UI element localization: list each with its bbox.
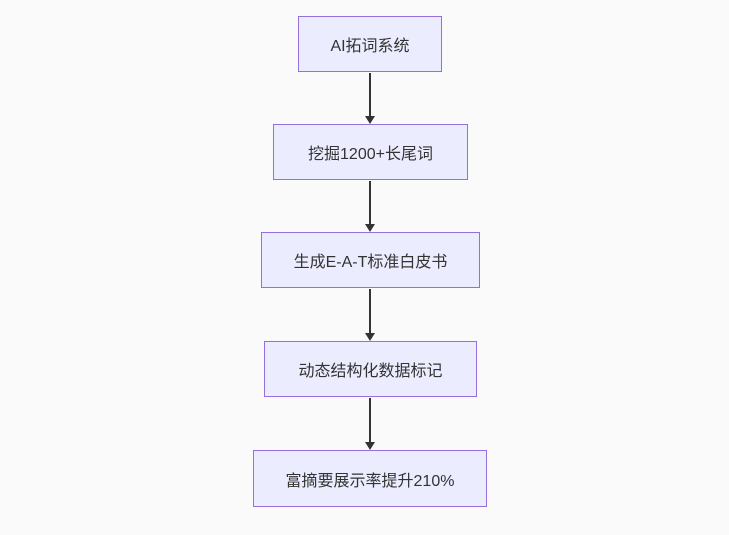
arrowhead-down-icon (365, 333, 375, 341)
edge-line-1 (369, 73, 371, 116)
node-label: 生成E-A-T标准白皮书 (293, 254, 448, 271)
node-label: AI拓词系统 (330, 38, 410, 55)
edge-line-3 (369, 289, 371, 333)
arrowhead-down-icon (365, 224, 375, 232)
flow-node-longtail-mining: 挖掘1200+长尾词 (273, 124, 468, 180)
edge-line-4 (369, 398, 371, 442)
arrowhead-down-icon (365, 442, 375, 450)
flow-node-structured-data-markup: 动态结构化数据标记 (264, 341, 477, 397)
flow-node-eat-whitepaper: 生成E-A-T标准白皮书 (261, 232, 480, 288)
edge-line-2 (369, 181, 371, 224)
node-label: 动态结构化数据标记 (298, 363, 443, 380)
node-label: 富摘要展示率提升210% (285, 472, 455, 490)
flow-node-ai-keyword-system: AI拓词系统 (298, 16, 442, 72)
node-label: 挖掘1200+长尾词 (308, 146, 433, 163)
arrowhead-down-icon (365, 116, 375, 124)
flow-node-rich-snippet-rate: 富摘要展示率提升210% (253, 450, 487, 507)
